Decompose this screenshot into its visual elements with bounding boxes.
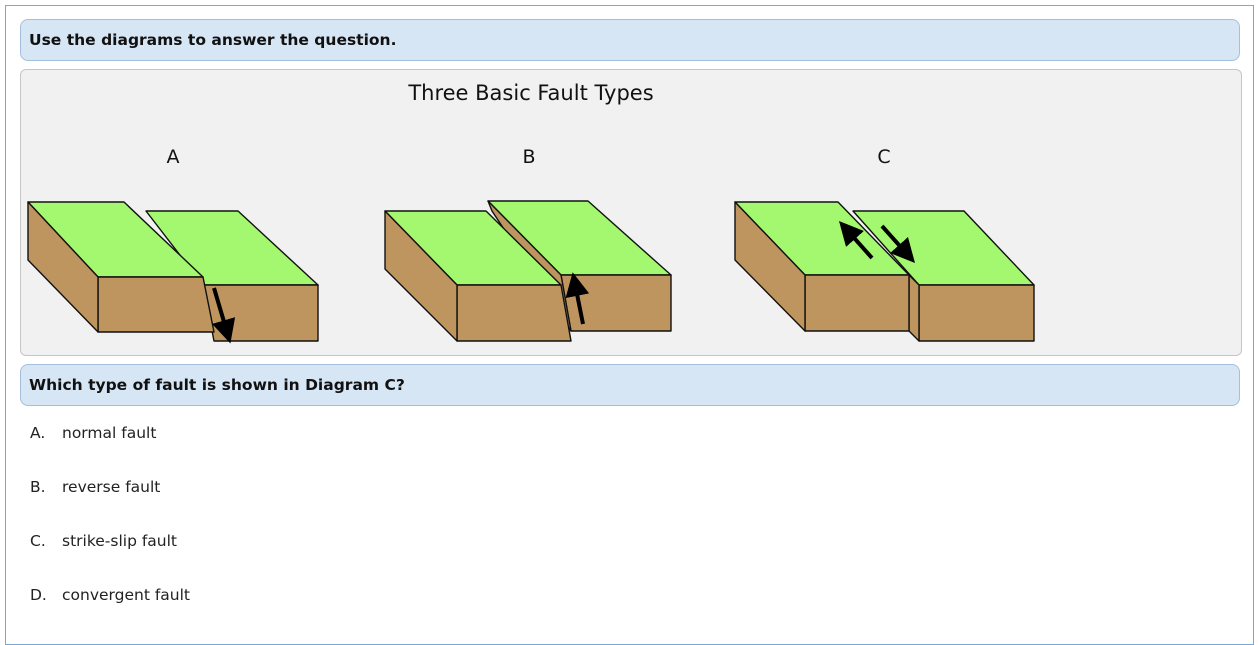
fault-diagram-svg: Three Basic Fault Types A B C — [27, 81, 1035, 344]
arrow-down-icon — [212, 287, 236, 344]
diagram-b-reverse-fault — [384, 200, 672, 342]
option-text: convergent fault — [62, 586, 191, 604]
diagram-label-a: A — [167, 146, 180, 168]
arrow-up-icon — [565, 272, 590, 325]
answer-options: A. normal fault B. reverse fault C. stri… — [30, 424, 630, 640]
instruction-text: Use the diagrams to answer the question. — [29, 31, 397, 49]
arrow-northwest-icon — [839, 221, 874, 260]
instruction-banner: Use the diagrams to answer the question. — [20, 19, 1240, 61]
option-letter: C. — [30, 532, 46, 550]
option-letter: A. — [30, 424, 46, 442]
option-letter: B. — [30, 478, 46, 496]
option-a[interactable]: A. normal fault — [30, 424, 630, 478]
option-text: reverse fault — [62, 478, 161, 496]
diagram-label-b: B — [522, 146, 535, 168]
option-text: strike-slip fault — [62, 532, 178, 550]
option-text: normal fault — [62, 424, 157, 442]
option-d[interactable]: D. convergent fault — [30, 586, 630, 640]
option-letter: D. — [30, 586, 47, 604]
arrow-southeast-icon — [880, 224, 915, 263]
option-b[interactable]: B. reverse fault — [30, 478, 630, 532]
diagram-label-c: C — [877, 146, 890, 168]
fault-types-figure: Three Basic Fault Types A B C — [20, 69, 1242, 356]
option-c[interactable]: C. strike-slip fault — [30, 532, 630, 586]
diagram-c-strike-slip-fault — [734, 201, 1035, 342]
question-banner: Which type of fault is shown in Diagram … — [20, 364, 1240, 406]
figure-title: Three Basic Fault Types — [407, 81, 653, 105]
diagram-a-normal-fault — [27, 201, 319, 344]
question-text: Which type of fault is shown in Diagram … — [29, 376, 405, 394]
